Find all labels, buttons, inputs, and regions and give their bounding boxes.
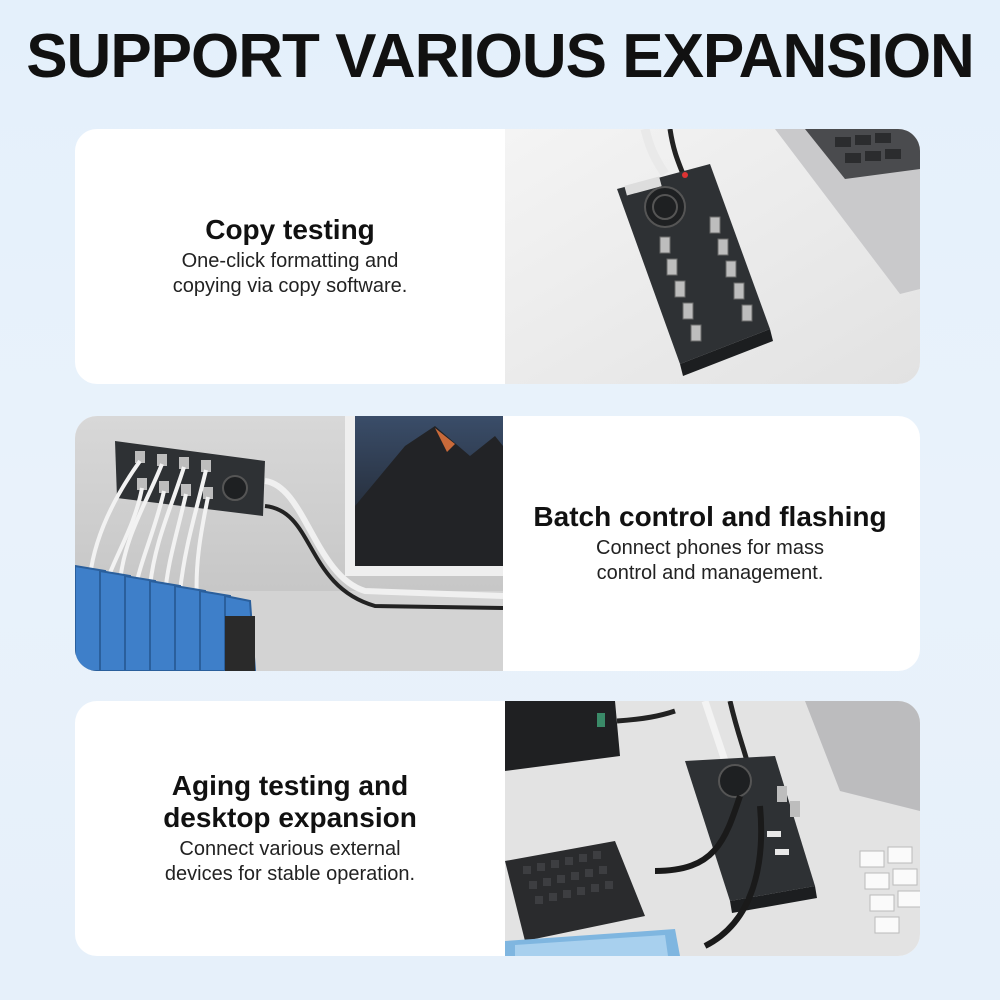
card-text: Batch control and flashing Connect phone… xyxy=(500,416,920,671)
card-title-line: Batch control and flashing xyxy=(533,501,887,532)
card-text: Aging testing and desktop expansion Conn… xyxy=(75,701,505,956)
card-desc-line: One-click formatting and xyxy=(181,250,399,272)
usb-hub-laptop-photo xyxy=(505,129,920,384)
card-copy-testing: Copy testing One-click formatting and co… xyxy=(75,129,920,384)
card-desc-line: copying via copy software. xyxy=(172,275,408,297)
card-text: Copy testing One-click formatting and co… xyxy=(75,129,505,384)
card-desc-line: Connect phones for mass xyxy=(596,537,824,559)
card-desc-line: Connect various external xyxy=(179,838,401,860)
phones-hub-monitor-photo xyxy=(75,416,503,671)
card-title-line: desktop expansion xyxy=(163,802,417,833)
card-title-line: Copy testing xyxy=(205,214,375,245)
card-desc-line: control and management. xyxy=(596,562,824,584)
card-title-line: Aging testing and xyxy=(171,770,409,801)
hub-external-devices-photo xyxy=(505,701,920,956)
card-batch-control: Batch control and flashing Connect phone… xyxy=(75,416,920,671)
card-desc-line: devices for stable operation. xyxy=(164,863,416,885)
card-aging-testing: Aging testing and desktop expansion Conn… xyxy=(75,701,920,956)
page-headline: SUPPORT VARIOUS EXPANSION xyxy=(26,22,975,91)
